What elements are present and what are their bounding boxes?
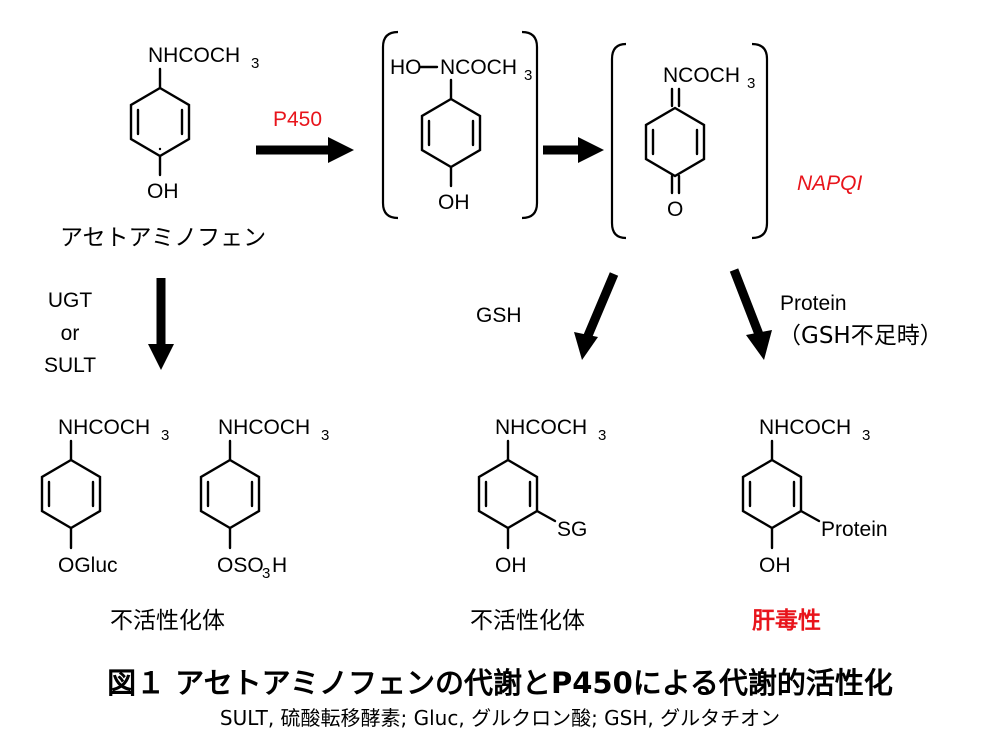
- glucuronide-ch3-subscript: 3: [161, 427, 169, 444]
- sulfate-ch3-subscript: 3: [321, 427, 329, 444]
- gsh-arrow: GSH: [476, 272, 619, 360]
- protein-adduct-ch3-subscript: 3: [862, 427, 870, 444]
- gsh-conjugate-ch3-subscript: 3: [598, 427, 606, 444]
- napqi-name: NAPQI: [797, 172, 863, 195]
- ugt-sult-arrow: UGT or SULT: [44, 278, 174, 377]
- protein-label: Protein: [780, 292, 847, 315]
- left-bracket: [381, 30, 399, 220]
- sulfate-h-label: H: [272, 554, 287, 577]
- napqi-ncoch-label: NCOCH: [663, 64, 740, 87]
- ugt-label: UGT: [48, 289, 93, 312]
- inactive-label-left: 不活性化体: [110, 608, 225, 634]
- acetaminophen-nh-label: NHCOCH: [148, 44, 240, 67]
- intermediate-oh-label: OH: [438, 191, 470, 214]
- acetaminophen-oh-label: OH: [147, 180, 179, 203]
- sulfate-oso-label: OSO: [217, 554, 264, 577]
- intermediate-ncoch-label: NCOCH: [440, 56, 517, 79]
- protein-adduct-nh-label: NHCOCH: [759, 416, 851, 439]
- sulfate-nh-label: NHCOCH: [218, 416, 310, 439]
- intermediate-ch3-subscript: 3: [524, 67, 532, 84]
- hepatotoxicity-label: 肝毒性: [752, 608, 821, 634]
- gsh-conjugate-nh-label: NHCOCH: [495, 416, 587, 439]
- acetaminophen-structure: NHCOCH 3 OH アセトアミノフェン: [60, 44, 266, 251]
- protein-arrow: Protein （GSH不足時）: [729, 268, 943, 360]
- right-bracket: [751, 42, 769, 240]
- sulfate-structure: NHCOCH 3 OSO 3 H: [199, 416, 329, 582]
- acetaminophen-name: アセトアミノフェン: [60, 225, 266, 251]
- p450-arrow: P450: [256, 108, 354, 163]
- acetaminophen-ch3-subscript: 3: [251, 55, 259, 72]
- napqi-o-label: O: [667, 198, 683, 221]
- or-label: or: [61, 322, 80, 345]
- gsh-conjugate-oh-label: OH: [495, 554, 527, 577]
- protein-adduct-oh-label: OH: [759, 554, 791, 577]
- gsh-label: GSH: [476, 304, 522, 327]
- sult-label: SULT: [44, 354, 96, 377]
- napqi-structure: NCOCH 3 O NAPQI: [610, 42, 863, 240]
- right-bracket: [521, 30, 539, 220]
- inactive-label-middle: 不活性化体: [470, 608, 585, 634]
- glucuronide-ogluc-label: OGluc: [58, 554, 118, 577]
- gsh-conjugate-structure: NHCOCH 3 SG OH: [477, 416, 606, 577]
- glucuronide-structure: NHCOCH 3 OGluc: [40, 416, 169, 577]
- figure-note: SULT, 硫酸転移酵素; Gluc, グルクロン酸; GSH, グルタチオン: [220, 706, 780, 730]
- intermediate-ho-label: HO: [390, 56, 422, 79]
- p450-label: P450: [273, 108, 322, 131]
- protein-adduct-structure: NHCOCH 3 Protein OH: [741, 416, 888, 577]
- to-napqi-arrow: [543, 137, 604, 163]
- figure-title: 図１ アセトアミノフェンの代謝とP450による代謝的活性化: [107, 666, 893, 700]
- gsh-conjugate-sg-label: SG: [557, 518, 587, 541]
- left-bracket: [610, 42, 627, 240]
- napqi-ch3-subscript: 3: [747, 75, 755, 92]
- sulfate-so3-subscript: 3: [262, 565, 270, 582]
- protein-adduct-protein-label: Protein: [821, 518, 888, 541]
- glucuronide-nh-label: NHCOCH: [58, 416, 150, 439]
- n-hydroxy-intermediate: HO NCOCH 3 OH: [381, 30, 539, 220]
- gsh-shortage-label: （GSH不足時）: [778, 323, 943, 349]
